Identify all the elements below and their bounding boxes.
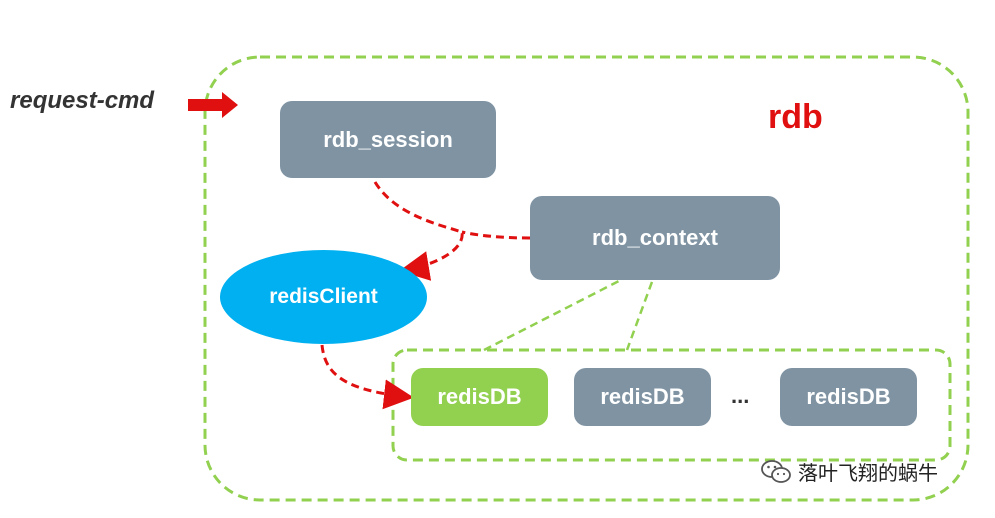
rdb-context-node: rdb_context xyxy=(530,196,780,280)
context-to-client-line xyxy=(461,230,531,240)
redis-db-node-2: redisDB xyxy=(574,368,711,426)
request-arrow xyxy=(188,92,238,118)
watermark: 落叶飞翔的蜗牛 xyxy=(760,457,938,486)
ellipsis-label: ... xyxy=(731,383,750,408)
rdb-container xyxy=(203,55,970,502)
redis-db-node-active: redisDB xyxy=(411,368,548,426)
watermark-text: 落叶飞翔的蜗牛 xyxy=(798,463,938,485)
redis-client-node: redisClient xyxy=(220,250,427,344)
request-cmd-label: request-cmd xyxy=(10,87,155,114)
db-group-container xyxy=(391,348,952,462)
client-to-db-arrow xyxy=(320,344,414,410)
rdb-label: rdb xyxy=(768,98,823,136)
wechat-icon xyxy=(761,459,791,483)
redis-db-node-3: redisDB xyxy=(780,368,917,426)
session-to-client-arrow xyxy=(373,181,464,281)
rdb-session-node: rdb_session xyxy=(280,101,496,178)
